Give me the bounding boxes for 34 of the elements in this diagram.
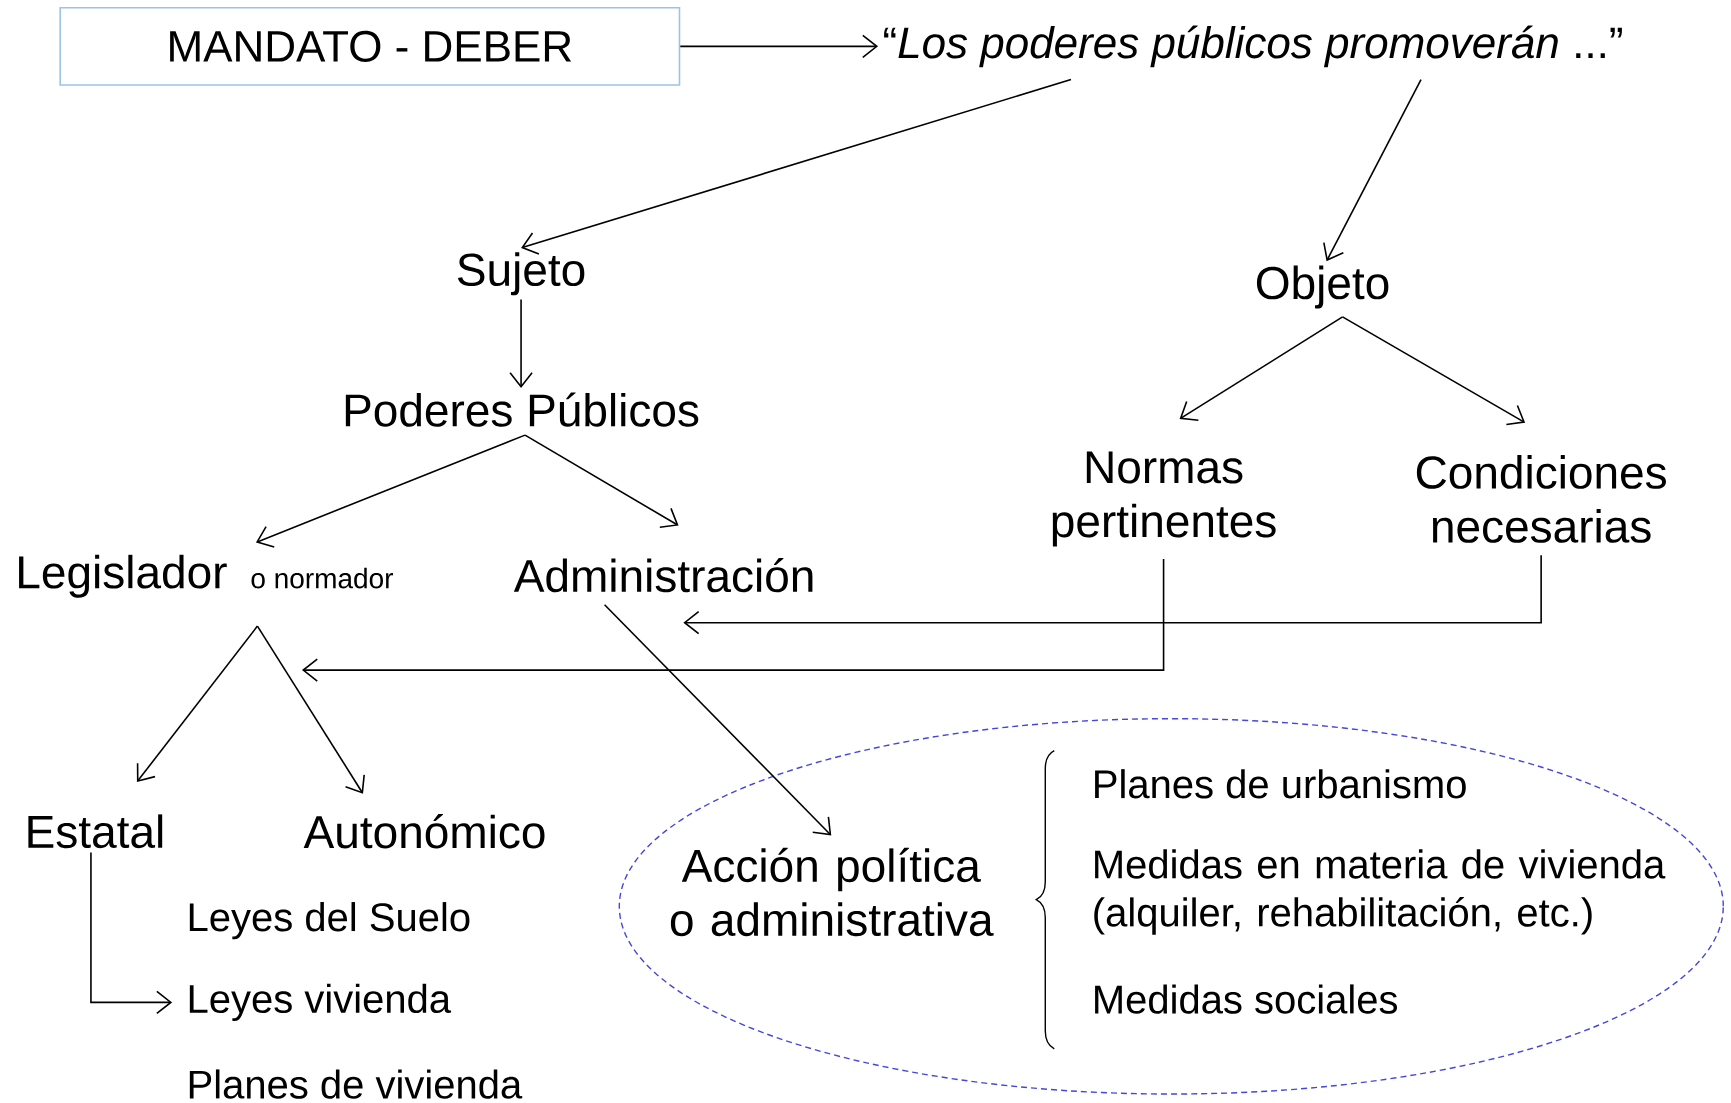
quote-text: “Los poderes públicos promoverán ...” bbox=[884, 25, 1622, 68]
list-item: Medidas en materia de vivienda (alquiler, rehabilitación, etc.) bbox=[1094, 849, 1666, 935]
arrow bbox=[301, 558, 1165, 682]
arrow bbox=[90, 851, 173, 1015]
concept-label: Sujeto bbox=[457, 252, 585, 296]
concept-label: Poderes Públicos bbox=[345, 392, 699, 427]
concept-label: Legislador bbox=[19, 554, 227, 598]
concept-label: Objeto bbox=[1256, 265, 1389, 309]
list-item: Medidas sociales bbox=[1095, 984, 1398, 1014]
list-item: Planes de vivienda bbox=[189, 1069, 523, 1099]
arrow bbox=[683, 554, 1542, 635]
arrow bbox=[136, 625, 259, 783]
concept-label: Autonómico bbox=[303, 814, 545, 849]
arrow bbox=[509, 298, 533, 389]
arrow bbox=[1179, 316, 1344, 422]
arrow bbox=[255, 434, 526, 548]
arrow bbox=[1323, 78, 1422, 262]
arrow bbox=[1341, 316, 1526, 426]
concept-label: Condiciones necesarias bbox=[1416, 455, 1666, 543]
concept-label: Estatal bbox=[28, 814, 163, 849]
annotation-text: o normador bbox=[251, 567, 394, 589]
arrow bbox=[679, 34, 879, 59]
arrow bbox=[521, 78, 1072, 255]
mandate-box: MANDATO - DEBER bbox=[59, 7, 681, 86]
dashed-ellipse bbox=[618, 718, 1724, 1095]
concept-label: Administración bbox=[513, 558, 813, 593]
list-item: Leyes vivienda bbox=[189, 983, 452, 1022]
list-item: Planes de urbanismo bbox=[1095, 769, 1466, 799]
list-item: Leyes del Suelo bbox=[189, 902, 470, 940]
arrow bbox=[524, 434, 679, 529]
concept-label: Acción política o administrativa bbox=[670, 847, 994, 937]
arrow bbox=[603, 604, 832, 836]
arrow bbox=[256, 625, 365, 794]
concept-label: Normas pertinentes bbox=[1052, 451, 1276, 547]
